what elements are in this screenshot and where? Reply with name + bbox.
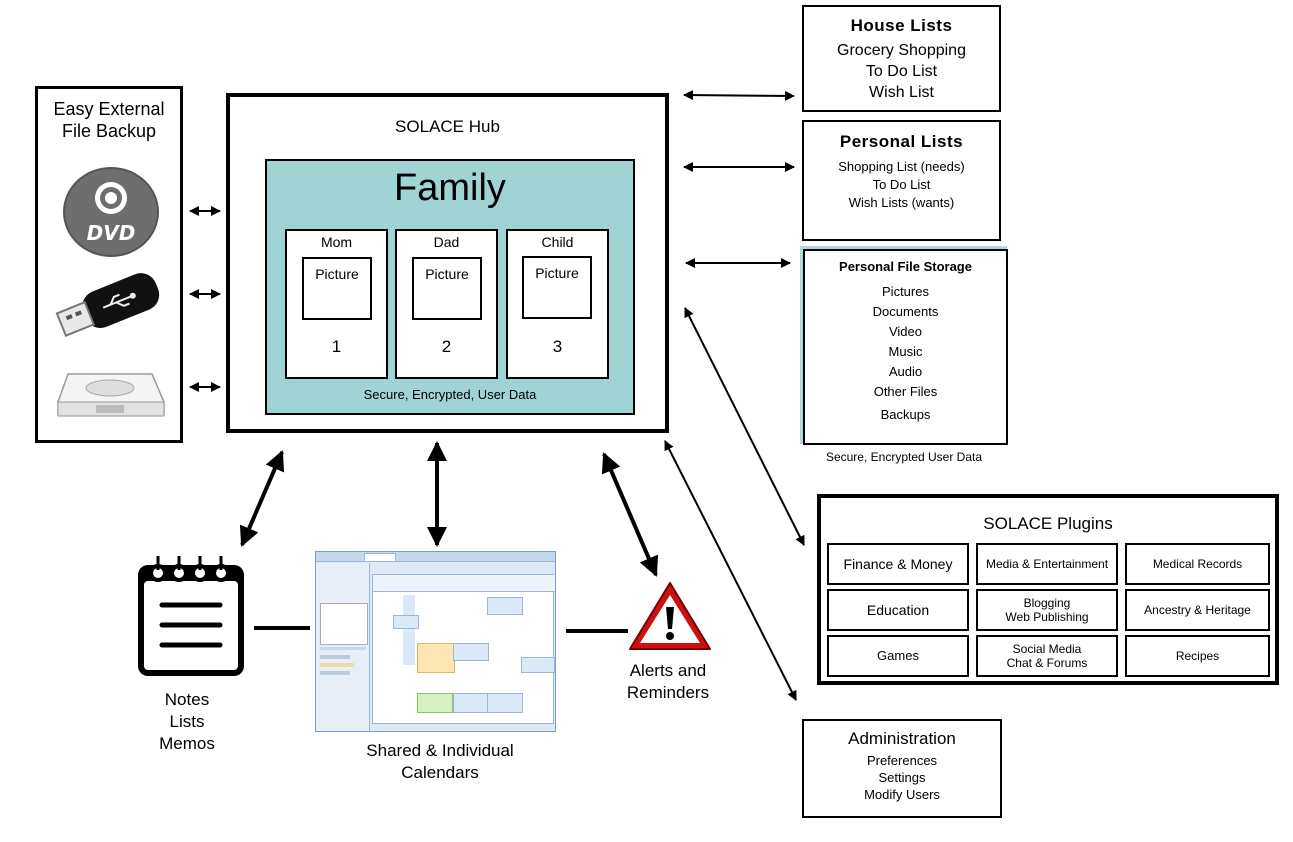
plugin-games[interactable]: Games bbox=[827, 635, 969, 677]
arrow-plugins bbox=[684, 307, 805, 546]
alert-warning-icon[interactable] bbox=[627, 580, 713, 652]
hard-drive-icon bbox=[57, 373, 165, 417]
member-number: 1 bbox=[331, 337, 342, 356]
file-storage-title: Personal File Storage bbox=[839, 259, 972, 274]
admin-item[interactable]: Settings bbox=[878, 770, 926, 785]
plugin-blogging-web-publishing[interactable]: Blogging Web Publishing bbox=[976, 589, 1118, 631]
member-card-dad[interactable]: Dad Picture 2 bbox=[395, 229, 498, 379]
member-name: Child bbox=[541, 234, 574, 250]
alerts-label-line2: Reminders bbox=[626, 683, 710, 702]
backup-panel: Easy External File Backup DVD bbox=[35, 86, 183, 443]
calendar-screenshot[interactable] bbox=[315, 551, 556, 732]
file-storage-item[interactable]: Backups bbox=[880, 407, 931, 422]
member-picture-label: Picture bbox=[535, 265, 579, 281]
arrow-house-lists bbox=[683, 90, 795, 101]
house-list-item[interactable]: Grocery Shopping bbox=[837, 42, 966, 59]
administration-panel[interactable]: Administration Preferences Settings Modi… bbox=[802, 719, 1002, 818]
plugins-panel: SOLACE Plugins Finance & Money Media & E… bbox=[817, 494, 1279, 685]
alerts-label-line1: Alerts and bbox=[629, 661, 707, 680]
personal-lists-panel[interactable]: Personal Lists Shopping List (needs) To … bbox=[802, 120, 1001, 241]
memos-label: Memos bbox=[159, 734, 215, 753]
member-name: Dad bbox=[433, 234, 460, 250]
file-storage-item[interactable]: Music bbox=[888, 344, 923, 359]
usb-drive-icon bbox=[55, 273, 160, 337]
family-panel: Family Mom Picture 1 Dad Picture 2 Child… bbox=[265, 159, 635, 415]
arrow-notes bbox=[239, 450, 285, 547]
file-storage-item[interactable]: Other Files bbox=[873, 384, 938, 399]
member-number: 3 bbox=[552, 337, 563, 356]
plugin-media-entertainment[interactable]: Media & Entertainment bbox=[976, 543, 1118, 585]
plugin-recipes[interactable]: Recipes bbox=[1125, 635, 1270, 677]
family-footer: Secure, Encrypted, User Data bbox=[363, 387, 537, 402]
member-card-mom[interactable]: Mom Picture 1 bbox=[285, 229, 388, 379]
file-storage-frame: Personal File Storage Pictures Documents… bbox=[800, 246, 1008, 445]
calendar-titlebar bbox=[316, 552, 555, 562]
calendar-tab bbox=[364, 553, 396, 562]
member-number: 2 bbox=[441, 337, 452, 356]
lists-label: Lists bbox=[169, 712, 205, 731]
file-storage-caption: Secure, Encrypted User Data bbox=[825, 450, 983, 464]
member-name: Mom bbox=[320, 234, 353, 250]
arrow-administration bbox=[664, 440, 797, 701]
plugin-education[interactable]: Education bbox=[827, 589, 969, 631]
family-title: Family bbox=[394, 167, 506, 209]
plugin-finance-money[interactable]: Finance & Money bbox=[827, 543, 969, 585]
dvd-label: DVD bbox=[87, 221, 136, 245]
personal-list-item[interactable]: Wish Lists (wants) bbox=[848, 195, 955, 210]
house-list-item[interactable]: To Do List bbox=[865, 63, 938, 80]
administration-title: Administration bbox=[848, 729, 956, 748]
calendars-label-line2: Calendars bbox=[401, 763, 479, 782]
plugins-title: SOLACE Plugins bbox=[983, 514, 1113, 533]
arrow-alerts bbox=[601, 452, 659, 577]
file-storage-panel[interactable]: Personal File Storage Pictures Documents… bbox=[803, 249, 1008, 445]
member-picture-frame: Picture bbox=[522, 256, 592, 319]
member-picture-label: Picture bbox=[425, 266, 469, 282]
solace-hub: SOLACE Hub Family Mom Picture 1 Dad Pict… bbox=[226, 93, 669, 433]
backup-title-line2: File Backup bbox=[61, 121, 157, 141]
member-picture-frame: Picture bbox=[302, 257, 372, 320]
calendar-grid bbox=[372, 574, 555, 724]
hub-title: SOLACE Hub bbox=[395, 117, 500, 136]
dvd-icon: DVD bbox=[63, 167, 159, 257]
member-card-child[interactable]: Child Picture 3 bbox=[506, 229, 609, 379]
calendar-sidebar bbox=[316, 563, 370, 731]
notepad-icon[interactable] bbox=[135, 553, 247, 679]
calendars-label-line1: Shared & Individual bbox=[366, 741, 514, 760]
personal-lists-title: Personal Lists bbox=[839, 132, 964, 151]
backup-title-line1: Easy External bbox=[53, 99, 165, 119]
house-lists-title: House Lists bbox=[850, 16, 953, 35]
house-lists-panel[interactable]: House Lists Grocery Shopping To Do List … bbox=[802, 5, 1001, 112]
plugin-social-media-chat-forums[interactable]: Social Media Chat & Forums bbox=[976, 635, 1118, 677]
house-list-item[interactable]: Wish List bbox=[869, 84, 934, 101]
plugin-medical-records[interactable]: Medical Records bbox=[1125, 543, 1270, 585]
personal-list-item[interactable]: To Do List bbox=[872, 177, 931, 192]
file-storage-item[interactable]: Pictures bbox=[882, 284, 929, 299]
notes-label: Notes bbox=[164, 690, 210, 709]
file-storage-item[interactable]: Audio bbox=[888, 364, 923, 379]
file-storage-item[interactable]: Video bbox=[888, 324, 922, 339]
admin-item[interactable]: Modify Users bbox=[864, 787, 940, 802]
plugin-ancestry-heritage[interactable]: Ancestry & Heritage bbox=[1125, 589, 1270, 631]
admin-item[interactable]: Preferences bbox=[866, 753, 938, 768]
member-picture-frame: Picture bbox=[412, 257, 482, 320]
personal-list-item[interactable]: Shopping List (needs) bbox=[838, 159, 965, 174]
file-storage-item[interactable]: Documents bbox=[872, 304, 939, 319]
member-picture-label: Picture bbox=[315, 266, 359, 282]
